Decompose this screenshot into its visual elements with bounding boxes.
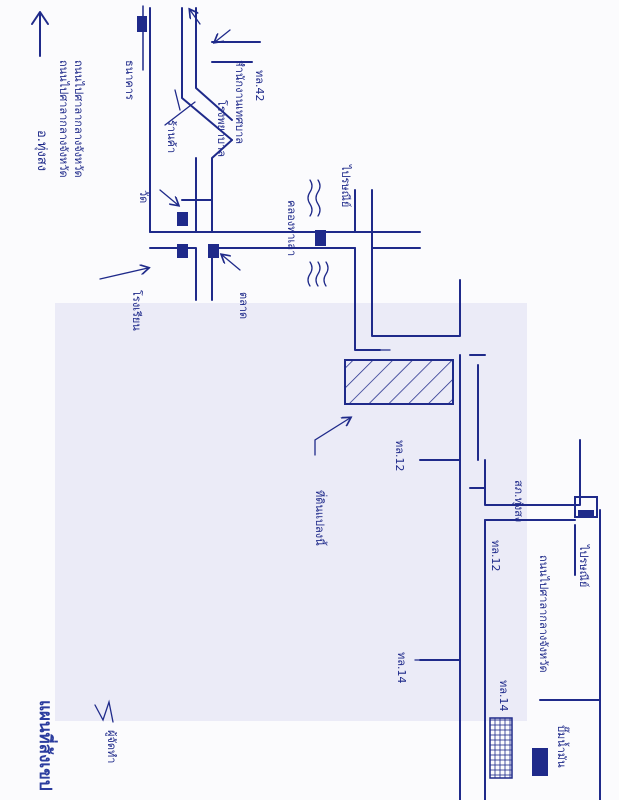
market-label: ตลาด [237,292,250,319]
pointer-arrow [159,189,178,205]
temple-label: วัด [137,190,150,203]
gas-station-building [489,717,513,779]
signature-label: ผู้จัดทำ [105,730,118,763]
gas-label: ปั๊มน้ำมัน [555,725,570,768]
site-marker-1 [137,16,147,32]
site-marker-4 [208,244,219,258]
right-roads [414,439,601,800]
route-12-label: ทล.12 [393,440,406,472]
post-office-building [574,496,598,518]
post-label: ไปรษณีย์ [339,164,352,207]
pointer-arrow [190,10,201,25]
bank-label: ธนาคาร [123,60,136,100]
shop-label: ร้านค้า [165,120,178,153]
pointer-arrow [215,29,231,42]
crossroad [354,189,486,461]
district-label: อ.ทุ่งสง [34,130,49,171]
school-label: โรงเรียน [130,290,144,331]
target-plot [344,359,454,405]
site-marker-2 [177,212,188,226]
hospital-label: โรงพยาบาล [215,100,229,157]
route-42-label: ทล.42 [253,70,266,102]
pointer-arrow [222,255,241,271]
road-center-label: ถนนไปศาลากลางจังหวัด [57,60,70,178]
target-arrow [314,418,350,456]
main-road [142,5,356,301]
map-title: แผนที่สังเขป [35,700,58,791]
site-marker-5 [315,230,326,246]
target-label: ที่ดินแปลงนี้ [313,490,328,546]
post-office-block [578,510,594,516]
north-arrow [31,11,49,57]
canal [307,179,329,287]
site-marker-3 [177,244,188,258]
road-name-label: ถนนไปศาลากลางจังหวัด [537,555,550,673]
signature-mark [94,699,114,723]
road-center-label-2: ถนนไปศาลากลางจังหวัด [72,60,85,178]
police-label: สภ.ทุ่งสง [512,480,525,522]
route-14-label-2: ทล.14 [497,680,510,712]
pointer-arrow [99,268,148,280]
route-12-label-2: ทล.12 [489,540,502,572]
office-label: สำนักงานเทศบาล [233,60,246,144]
post-office-label: ไปรษณีย์ [577,544,590,587]
canal-label: คลองท่าเลา [285,200,298,256]
gas-station-marker [532,748,548,776]
route-14-label: ทล.14 [395,652,408,684]
